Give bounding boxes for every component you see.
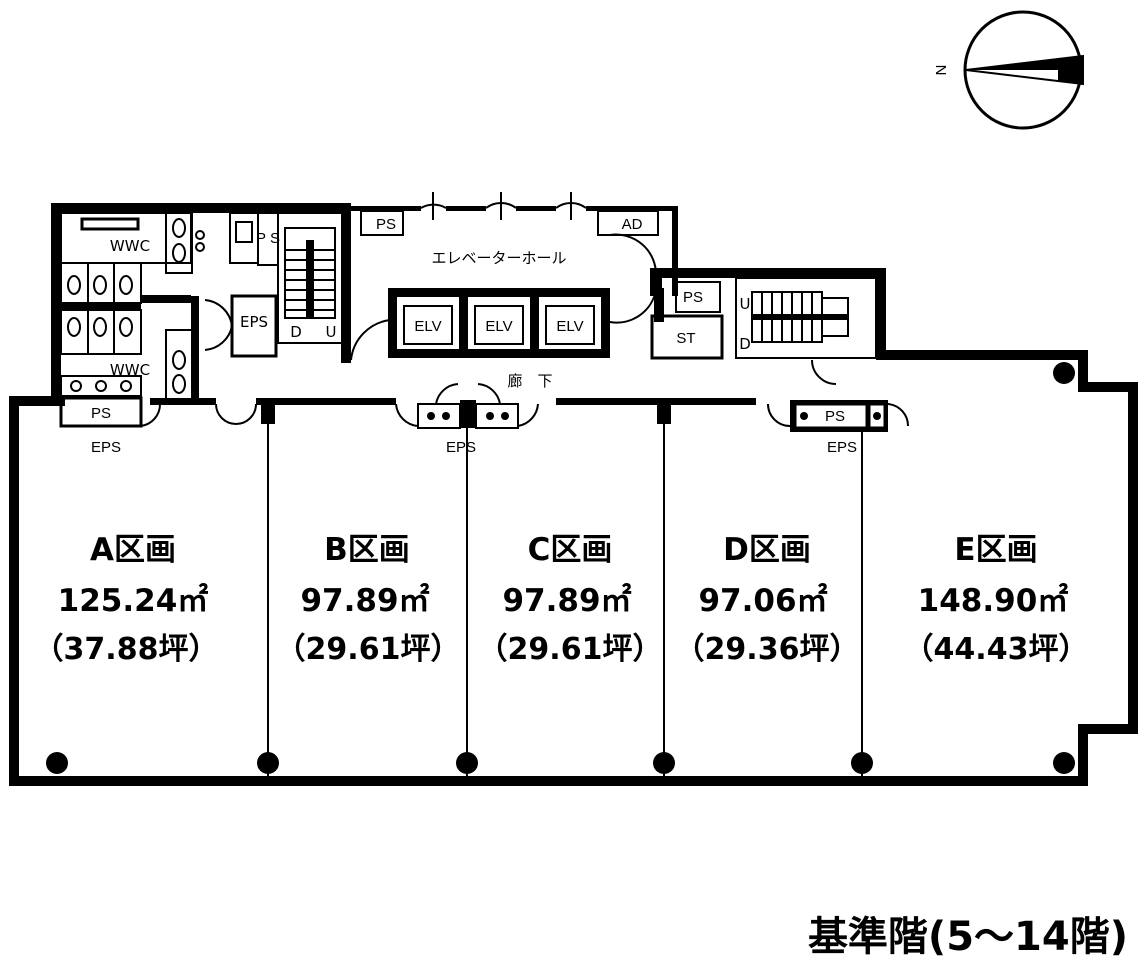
unit-c: C区画 97.89㎡ （29.61坪） <box>478 532 663 667</box>
unit-d: D区画 97.06㎡ （29.36坪） <box>675 532 860 667</box>
unit-a-name: A区画 <box>90 532 176 568</box>
ps-hall-label: PS <box>376 216 396 233</box>
unit-b-name: B区画 <box>324 532 410 568</box>
unit-e: E区画 148.90㎡ （44.43坪） <box>904 532 1089 667</box>
column <box>257 752 279 774</box>
unit-e-name: E区画 <box>954 532 1037 568</box>
ad-label: AD <box>622 216 643 233</box>
compass-needle-tail <box>1058 56 1083 84</box>
elevator-bank <box>388 288 610 358</box>
column <box>851 752 873 774</box>
stair-1 <box>277 212 343 344</box>
unit-e-tsubo: （44.43坪） <box>904 632 1089 667</box>
center-eps <box>395 383 539 429</box>
unit-c-tsubo: （29.61坪） <box>478 632 663 667</box>
eps-core-label: EPS <box>240 313 268 331</box>
toilet-stalls <box>60 262 191 355</box>
compass-north-label: N <box>932 65 949 76</box>
column <box>1053 752 1075 774</box>
unit-b-tsubo: （29.61坪） <box>276 632 461 667</box>
unit-d-tsubo: （29.36坪） <box>675 632 860 667</box>
unit-c-area: 97.89㎡ <box>502 583 631 619</box>
unit-d-name: D区画 <box>723 532 811 568</box>
ps-stair-label: P S <box>256 230 280 247</box>
core-interior: WWC P S WWC <box>59 192 910 456</box>
st-label: ST <box>676 330 695 347</box>
ps-west-label: PS <box>91 405 111 422</box>
elevator-hall-label: エレベーターホール <box>431 249 566 267</box>
floor-title: 基準階(5〜14階) <box>808 914 1128 960</box>
unit-a-area: 125.24㎡ <box>58 583 209 619</box>
wwc-top-label: WWC <box>110 237 150 255</box>
stair2-down-label: D <box>739 335 751 353</box>
unit-c-name: C区画 <box>528 532 613 568</box>
elevator-3-label: ELV <box>556 318 583 335</box>
unit-a: A区画 125.24㎡ （37.88坪） <box>34 532 219 667</box>
column <box>46 752 68 774</box>
column <box>653 752 675 774</box>
corridor-label: 廊 下 <box>507 372 552 390</box>
stair-2 <box>751 291 849 343</box>
stair-down-label: D <box>290 323 302 341</box>
compass: N <box>932 10 1084 130</box>
partitions <box>261 288 863 776</box>
wwc-bottom-label: WWC <box>110 361 150 379</box>
unit-e-area: 148.90㎡ <box>918 583 1069 619</box>
outer-walls <box>9 203 1138 786</box>
elevator-1-label: ELV <box>414 318 441 335</box>
right-eps <box>767 400 910 432</box>
eps-west-label: EPS <box>91 439 121 456</box>
eps-center-label: EPS <box>446 439 476 456</box>
stair-up-label: U <box>326 323 337 341</box>
unit-a-tsubo: （37.88坪） <box>34 632 219 667</box>
urinal-rack <box>80 217 140 231</box>
elevator-2-label: ELV <box>485 318 512 335</box>
compass-needle-fill <box>966 56 1083 70</box>
unit-b-area: 97.89㎡ <box>300 583 429 619</box>
unit-b: B区画 97.89㎡ （29.61坪） <box>276 532 461 667</box>
column <box>456 752 478 774</box>
eps-right-label: EPS <box>827 439 857 456</box>
stair2-up-label: U <box>740 295 751 313</box>
column <box>1053 362 1075 384</box>
columns <box>46 362 1075 774</box>
unit-d-area: 97.06㎡ <box>698 583 827 619</box>
ps-east-label: PS <box>683 289 703 306</box>
ps-right-label: PS <box>825 408 845 425</box>
